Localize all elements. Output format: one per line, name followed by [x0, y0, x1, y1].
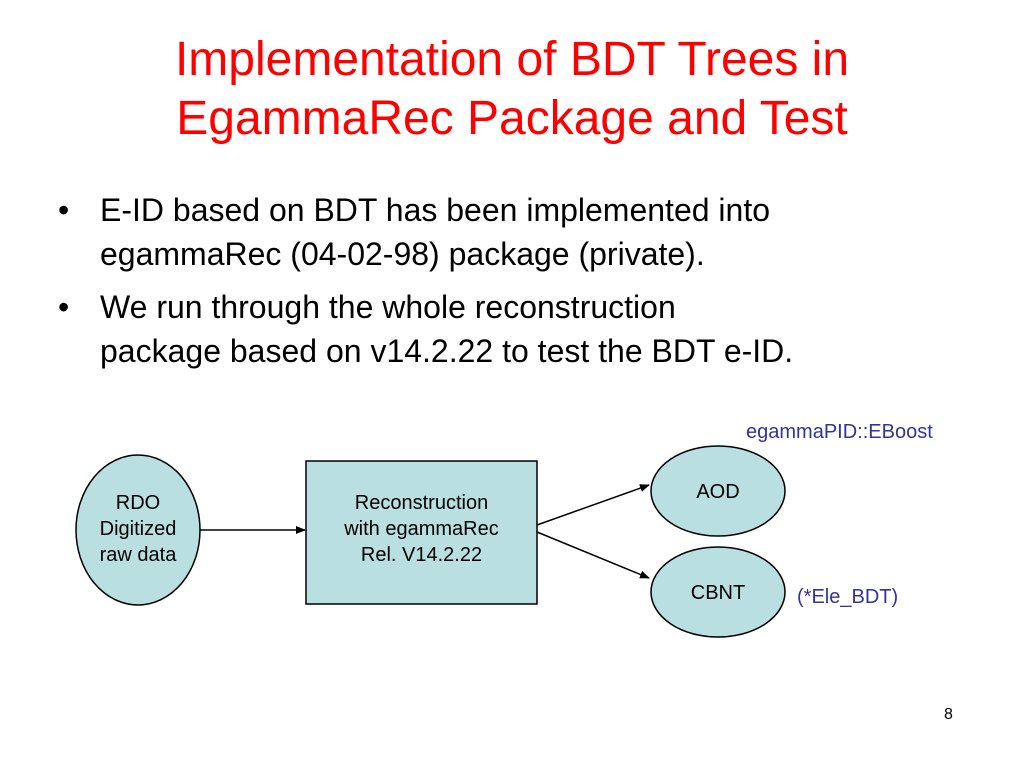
reconstruction-line: Reconstruction [354, 492, 489, 514]
reconstruction-line: Rel. V14.2.22 [360, 544, 483, 566]
reconstruction-line: with egammaRec [344, 518, 499, 540]
rdo-line: raw data [99, 544, 177, 566]
arrow-reco-to-cbnt [536, 531, 650, 579]
rdo-line: RDO [115, 492, 161, 514]
cbnt-text: CBNT [690, 582, 746, 604]
cbnt-label: CBNT [651, 580, 785, 606]
bullet-item: • E-ID based on BDT has been implemented… [58, 188, 998, 276]
bullet-dot: • [58, 289, 70, 325]
rdo-label: RDO Digitized raw data [88, 490, 188, 568]
aod-note: egammaPID::EBoost [746, 421, 933, 443]
bullet-item: • We run through the whole reconstructio… [58, 285, 998, 373]
slide-title: Implementation of BDT Trees in EgammaRec… [0, 30, 1024, 148]
cbnt-note: (*Ele_BDT) [797, 586, 899, 608]
bullet-list: • E-ID based on BDT has been implemented… [58, 188, 998, 382]
reconstruction-label: Reconstruction with egammaRec Rel. V14.2… [306, 490, 537, 568]
bullet-text-line: We run through the whole reconstruction [100, 289, 676, 325]
title-line-1: Implementation of BDT Trees in [174, 33, 850, 86]
cbnt-ellipse [650, 546, 786, 638]
aod-text: AOD [696, 481, 740, 503]
bullet-dot: • [58, 192, 70, 228]
bullet-text-line: egammaRec (04-02-98) package (private). [100, 236, 705, 272]
aod-ellipse [650, 445, 786, 537]
page-number: 8 [944, 706, 953, 723]
aod-label: AOD [651, 479, 785, 505]
bullet-text-line: package based on v14.2.22 to test the BD… [100, 333, 794, 369]
bullet-text-line: E-ID based on BDT has been implemented i… [100, 192, 771, 228]
reconstruction-box [305, 460, 538, 605]
title-line-2: EgammaRec Package and Test [176, 92, 848, 145]
arrow-reco-to-aod [536, 484, 650, 526]
rdo-line: Digitized [99, 518, 177, 540]
